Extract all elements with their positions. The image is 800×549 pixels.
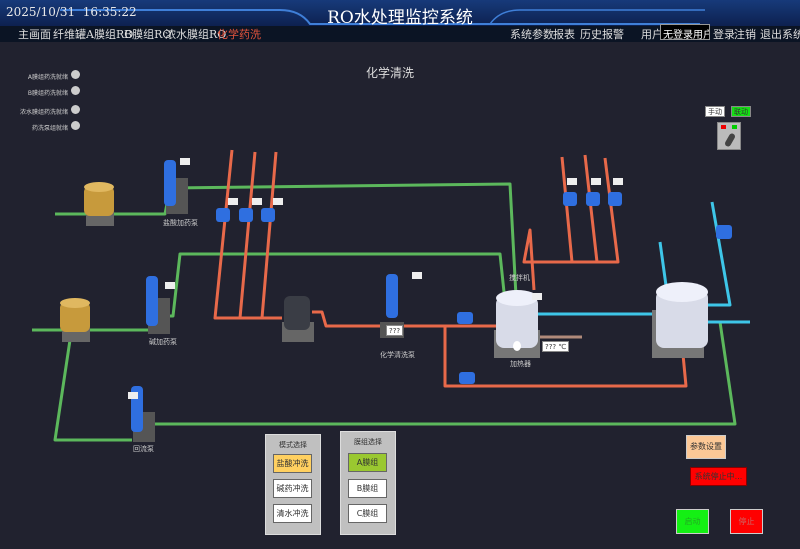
group-c-button[interactable]: C膜组 [348, 504, 387, 523]
group-a-button[interactable]: A膜组 [348, 453, 387, 472]
filter-icon [282, 296, 314, 342]
group-panel: 膜组选择 A膜组 B膜组 C膜组 [340, 431, 396, 535]
params-button[interactable]: 参数设置 [686, 435, 726, 459]
nav-main[interactable]: 主画面 [18, 28, 51, 41]
system-status: 系统停止中... [690, 467, 747, 486]
pump-value: ??? [386, 325, 404, 336]
alkali-pump-label: 碱加药泵 [149, 338, 177, 346]
acid-pump-label: 盐酸加药泵 [163, 219, 198, 227]
indicator-concentrate: 浓水膜组药洗就绪 [10, 105, 80, 116]
nav-a-ro[interactable]: A膜组RO [86, 28, 134, 41]
nav-chemical-clean[interactable]: 化学药洗 [217, 28, 261, 41]
user-label: 用户 [641, 28, 663, 41]
nav-report[interactable]: 报表 [553, 28, 575, 41]
mode-panel-title: 模式选择 [279, 441, 307, 449]
mode-acid-button[interactable]: 盐酸冲洗 [273, 454, 312, 473]
valve-icons [216, 192, 732, 384]
logout-link[interactable]: 注销 [734, 28, 756, 41]
alkali-pump-icon [146, 276, 170, 334]
mode-switch-knob[interactable] [717, 122, 741, 150]
acid-pump-icon [164, 160, 188, 214]
mode-alkali-button[interactable]: 碱药冲洗 [273, 479, 312, 498]
acid-tank-icon [84, 182, 114, 226]
mode-panel: 模式选择 盐酸冲洗 碱药冲洗 清水冲洗 [265, 434, 321, 535]
group-panel-title: 膜组选择 [354, 438, 382, 446]
nav-alarm-history[interactable]: 历史报警 [580, 28, 624, 41]
manual-mode-button[interactable]: 手动 [705, 106, 725, 117]
login-link[interactable]: 登录 [713, 28, 735, 41]
start-button[interactable]: 启动 [676, 509, 709, 534]
alkali-tank-icon [60, 298, 90, 342]
mode-water-button[interactable]: 清水冲洗 [273, 504, 312, 523]
indicator-b: B膜组药洗就绪 [10, 86, 80, 97]
orange-pipes [213, 149, 688, 388]
page-title: 化学清洗 [365, 66, 414, 80]
nav-system-params[interactable]: 系统参数 [510, 28, 554, 41]
status-tag-icons [128, 158, 623, 399]
clean-pump-label: 化学清洗泵 [380, 351, 415, 359]
app-title: RO水处理监控系统 [327, 8, 473, 28]
heater-temp: ??? ℃ [542, 341, 570, 352]
datetime: 2025/10/31 16:35:22 [6, 5, 137, 19]
cyan-pipes [538, 201, 750, 324]
mixer-label: 搅拌机 [509, 274, 530, 282]
nav-b-ro[interactable]: B膜组RO [124, 28, 172, 41]
nav-fiber-tank[interactable]: 纤维罐 [53, 28, 86, 41]
nav-concentrate-ro[interactable]: 浓水膜组RO [165, 28, 227, 41]
group-b-button[interactable]: B膜组 [348, 479, 387, 498]
stop-button[interactable]: 停止 [730, 509, 763, 534]
return-pump-label: 回流泵 [133, 445, 154, 453]
storage-tank-icon [652, 282, 708, 358]
indicator-pump-group: 药洗泵组就绪 [10, 121, 80, 132]
indicator-a: A膜组药洗就绪 [10, 70, 80, 81]
heater-label: 加热器 [510, 360, 531, 368]
header: 2025/10/31 16:35:22 RO水处理监控系统 [0, 0, 800, 42]
user-field[interactable]: 无登录用户 [660, 24, 710, 40]
exit-link[interactable]: 退出系统 [760, 28, 800, 41]
auto-mode-button[interactable]: 联动 [731, 106, 751, 117]
